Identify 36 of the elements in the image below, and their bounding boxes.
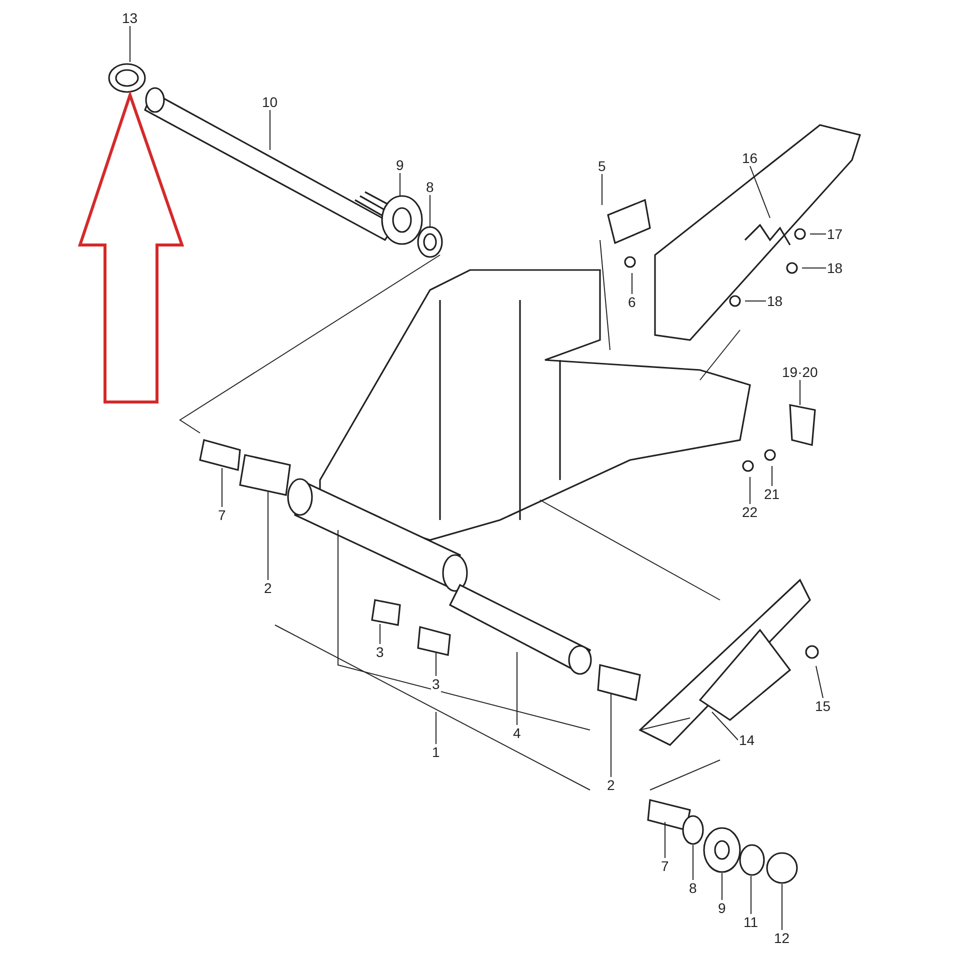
callout-number: 19·20 xyxy=(781,364,819,380)
callout-number: 16 xyxy=(741,150,759,166)
callout-number: 9 xyxy=(395,157,405,173)
leader-line xyxy=(712,712,738,740)
callout-number: 8 xyxy=(688,880,698,896)
leader-line xyxy=(664,822,666,858)
callout-number: 11 xyxy=(742,914,760,930)
leader-line xyxy=(610,694,612,778)
leader-line xyxy=(516,652,518,726)
leader-line xyxy=(692,844,694,880)
callout-number: 6 xyxy=(627,294,637,310)
callout-number: 17 xyxy=(826,226,844,242)
leader-line xyxy=(750,166,770,218)
callout-number: 4 xyxy=(512,725,522,741)
callout-number: 15 xyxy=(814,698,832,714)
callout-number: 7 xyxy=(660,858,670,874)
leader-line xyxy=(750,876,752,914)
callout-number: 1 xyxy=(431,744,441,760)
callout-number: 18 xyxy=(766,293,784,309)
callout-number: 8 xyxy=(425,179,435,195)
callout-number: 3 xyxy=(431,676,441,692)
callout-number: 2 xyxy=(263,580,273,596)
callout-number: 9 xyxy=(717,900,727,916)
callout-number: 14 xyxy=(738,732,756,748)
callout-number: 22 xyxy=(741,504,759,520)
callout-number: 12 xyxy=(773,930,791,946)
callout-number: 2 xyxy=(606,777,616,793)
callout-number: 10 xyxy=(261,94,279,110)
callout-number: 7 xyxy=(217,507,227,523)
callout-number: 18 xyxy=(826,260,844,276)
callout-number: 13 xyxy=(121,10,139,26)
callout-number: 5 xyxy=(597,158,607,174)
leader-line xyxy=(744,300,766,302)
callout-number: 21 xyxy=(763,486,781,502)
callout-number: 3 xyxy=(375,644,385,660)
leader-line xyxy=(816,666,824,698)
